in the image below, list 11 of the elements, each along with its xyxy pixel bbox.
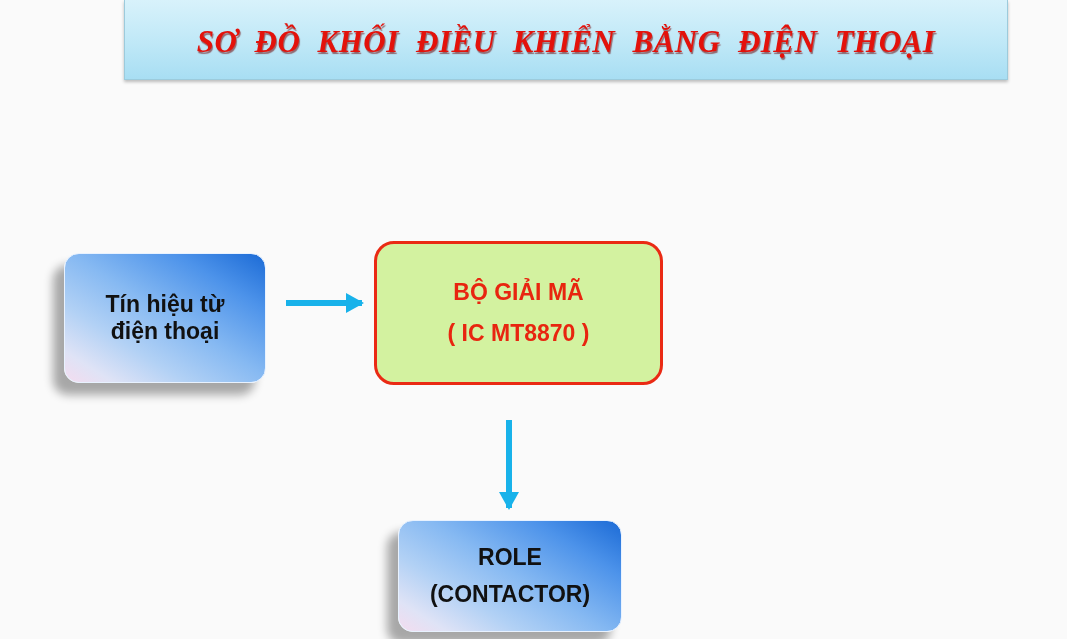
process-box xyxy=(374,241,663,385)
box-label: ROLE xyxy=(478,544,542,571)
box-label: BỘ GIẢI MÃ xyxy=(453,279,584,306)
process-box xyxy=(398,520,622,632)
box-label: ( IC MT8870 ) xyxy=(447,320,590,347)
box-label: Tín hiệu từ điện thoại xyxy=(104,291,226,345)
diagram-title: SƠ ĐỒ KHỐI ĐIỀU KHIỂN BẰNG ĐIỆN THOẠI xyxy=(196,23,936,60)
box-label: (CONTACTOR) xyxy=(429,581,591,608)
arrow xyxy=(499,420,519,510)
process-box xyxy=(64,253,266,383)
arrow xyxy=(286,293,364,313)
